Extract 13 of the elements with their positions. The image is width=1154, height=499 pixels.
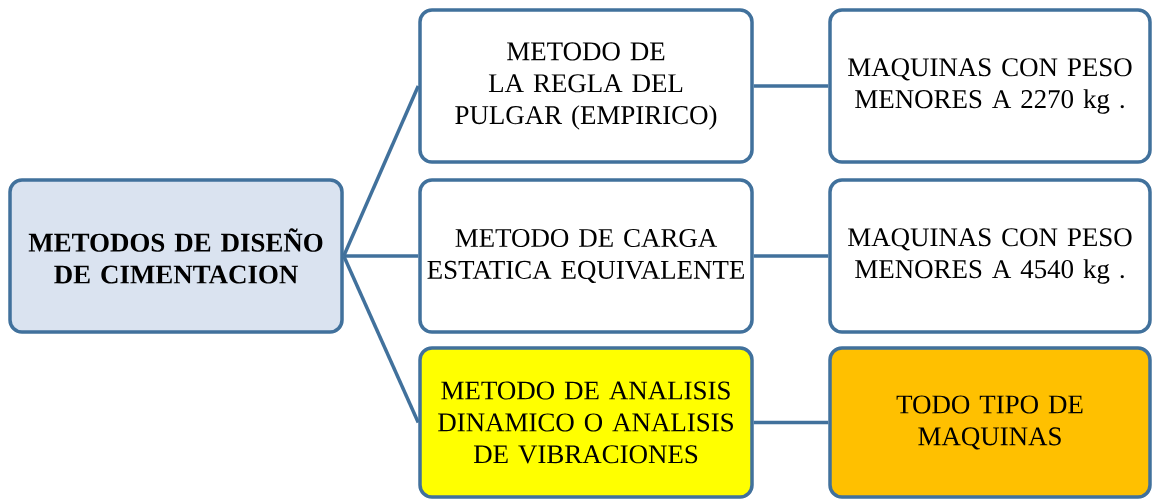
result-box: TODO TIPO DE MAQUINAS bbox=[828, 346, 1152, 499]
connector-line bbox=[753, 254, 829, 258]
method-box: METODO DE CARGA ESTATICA EQUIVALENTE bbox=[418, 178, 754, 334]
method-box: METODO DE ANALISIS DINAMICO O ANALISIS DE VIBRACIONES bbox=[418, 346, 754, 499]
connector-line bbox=[753, 84, 829, 88]
result-box: MAQUINAS CON PESO MENORES A 4540 kg . bbox=[828, 178, 1152, 334]
result-box: MAQUINAS CON PESO MENORES A 2270 kg . bbox=[828, 8, 1152, 164]
category-box: METODOS DE DISEÑO DE CIMENTACION bbox=[8, 178, 344, 334]
connector-line bbox=[343, 254, 419, 258]
method-box: METODO DE LA REGLA DEL PULGAR (EMPIRICO) bbox=[418, 8, 754, 164]
connector-line bbox=[342, 255, 420, 424]
connector-line bbox=[342, 85, 420, 257]
connector-line bbox=[753, 420, 829, 425]
